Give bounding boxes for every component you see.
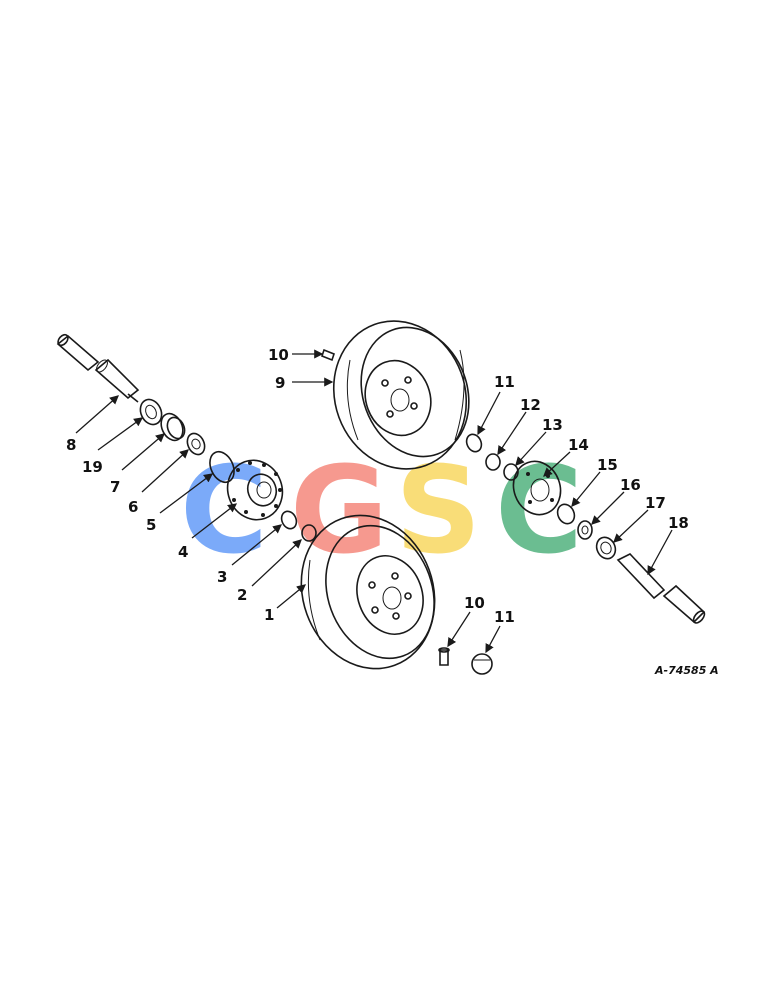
callout-7: 7 [110,478,120,496]
leader-14 [543,451,571,477]
leader-1 [276,584,307,609]
leader-7 [121,433,165,471]
callout-13: 13 [542,416,563,434]
seal-15 [556,503,576,525]
bearing-cone-16 [577,520,593,540]
washer-19 [139,398,163,426]
leader-2 [251,539,302,587]
leader-8 [75,395,119,434]
callout-11-lower: 11 [494,608,515,626]
callout-18: 18 [668,514,689,532]
callout-9: 9 [275,374,285,392]
washer-11-upper [465,433,483,453]
callout-2: 2 [237,586,247,604]
bearing-cup-17 [595,536,617,560]
leader-6 [141,449,189,493]
leader-3 [231,524,283,566]
leader-11-upper [477,391,501,436]
bolt-10-upper [321,348,335,362]
wheel-rim-lower [300,514,436,670]
nut-2 [301,524,317,542]
leader-10-lower [447,611,471,648]
callout-11-upper: 11 [494,373,515,391]
leader-16 [591,491,625,525]
callout-6: 6 [128,498,138,516]
drawing-reference-number: A-74585 A [654,664,719,677]
callout-14: 14 [568,436,589,454]
nut-12 [485,453,501,471]
hub-4 [226,459,284,521]
watermark-letter-1: C [180,442,268,581]
leader-lines [75,349,673,654]
leader-19 [97,417,144,451]
bearing-cone-6 [186,432,206,456]
nut-11-lower [471,653,493,675]
callout-3: 3 [217,568,227,586]
leader-13 [515,431,547,466]
bearing-cup-7 [160,412,186,442]
callout-10-upper: 10 [268,346,289,364]
leader-11-lower [485,625,501,654]
washer-13 [503,463,519,481]
leader-17 [613,509,649,543]
callout-17: 17 [645,494,666,512]
watermark-letter-3: S [395,442,481,581]
wheel-rim-upper [332,320,470,470]
washer-3 [280,510,298,530]
callout-labels: 8 19 7 6 5 4 3 2 1 10 9 11 12 13 14 15 1… [66,346,689,626]
watermark-letter-4: C [495,442,583,581]
callout-15: 15 [597,456,618,474]
leader-4 [191,503,238,539]
bolt-10-lower [438,647,450,666]
callout-5: 5 [146,516,156,534]
callout-12: 12 [520,396,541,414]
callout-8: 8 [66,436,76,454]
watermark: C G S C [180,442,583,581]
leader-12 [497,411,527,456]
spindle-right [616,553,706,624]
callout-19: 19 [82,458,103,476]
watermark-letter-2: G [290,442,389,581]
callout-1: 1 [264,606,274,624]
leader-15 [571,471,601,508]
callout-10-lower: 10 [464,594,485,612]
spindle-left [56,333,140,403]
leader-5 [159,473,214,514]
callout-16: 16 [620,476,641,494]
callout-4: 4 [178,543,188,561]
leader-18 [647,529,673,576]
